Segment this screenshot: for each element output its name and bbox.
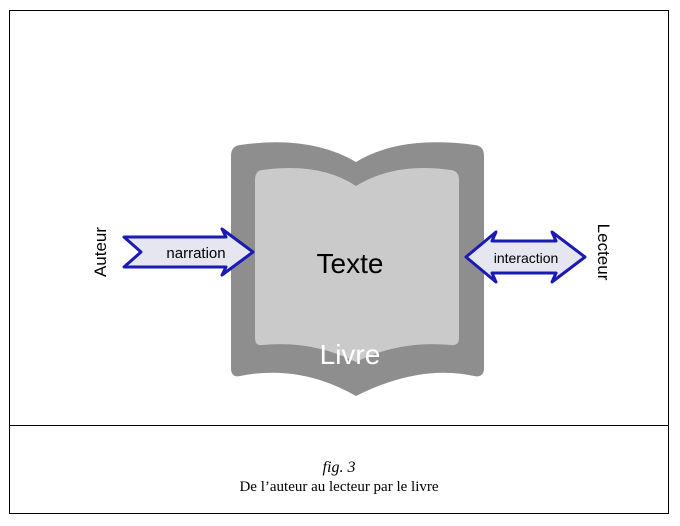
figure-number: fig. 3 xyxy=(322,459,356,476)
interaction-label: interaction xyxy=(494,250,559,266)
book-page xyxy=(255,168,459,362)
interaction-arrow xyxy=(464,230,587,284)
center-label: Texte xyxy=(317,248,384,279)
right-actor-label: Lecteur xyxy=(594,224,613,281)
narration-label: narration xyxy=(166,245,225,262)
caption-divider xyxy=(9,425,669,426)
figure-description: De l’auteur au lecteur par le livre xyxy=(239,479,439,495)
figure-caption: fig. 3 De l’auteur au lecteur par le liv… xyxy=(9,426,669,514)
book-label: Livre xyxy=(320,339,381,370)
left-actor-label: Auteur xyxy=(91,227,110,277)
narration-arrow xyxy=(122,227,255,277)
